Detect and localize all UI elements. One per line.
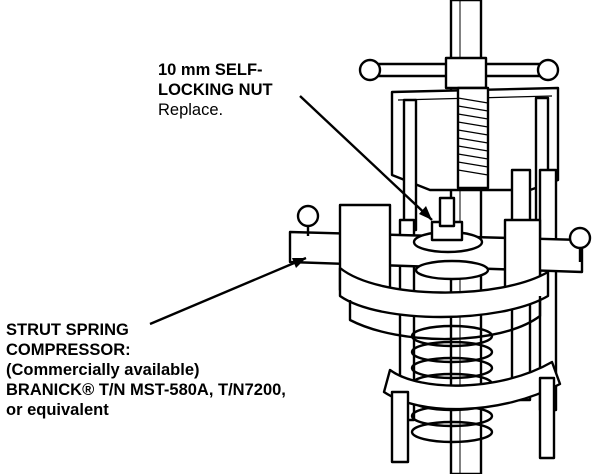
right-side-knob xyxy=(568,226,592,250)
compressor-label-line3: (Commercially available) xyxy=(6,361,200,379)
nut-label-line2: LOCKING NUT xyxy=(158,81,273,99)
spring-compressor-label: STRUT SPRING COMPRESSOR: (Commercially a… xyxy=(6,320,286,420)
nut-leader-line xyxy=(299,95,433,221)
compressor-leader-line xyxy=(149,256,307,326)
compressor-label-line4: BRANICK® T/N MST-580A, T/N7200, xyxy=(6,381,286,399)
nut-label-line3: Replace. xyxy=(158,101,224,119)
lower-compressor-jaw xyxy=(382,360,562,411)
compressor-label-line1: STRUT SPRING xyxy=(6,321,129,339)
coil-spring-top xyxy=(414,259,490,281)
lower-clamp-ring xyxy=(338,266,550,319)
top-right-knob xyxy=(536,58,560,82)
compressor-label-line5: or equivalent xyxy=(6,401,109,419)
top-left-knob xyxy=(358,58,382,82)
left-side-knob xyxy=(296,204,320,228)
compressor-label-line2: COMPRESSOR: xyxy=(6,341,131,359)
nut-label-line1: 10 mm SELF- xyxy=(158,61,263,79)
self-locking-nut-label: 10 mm SELF- LOCKING NUT Replace. xyxy=(158,60,273,120)
